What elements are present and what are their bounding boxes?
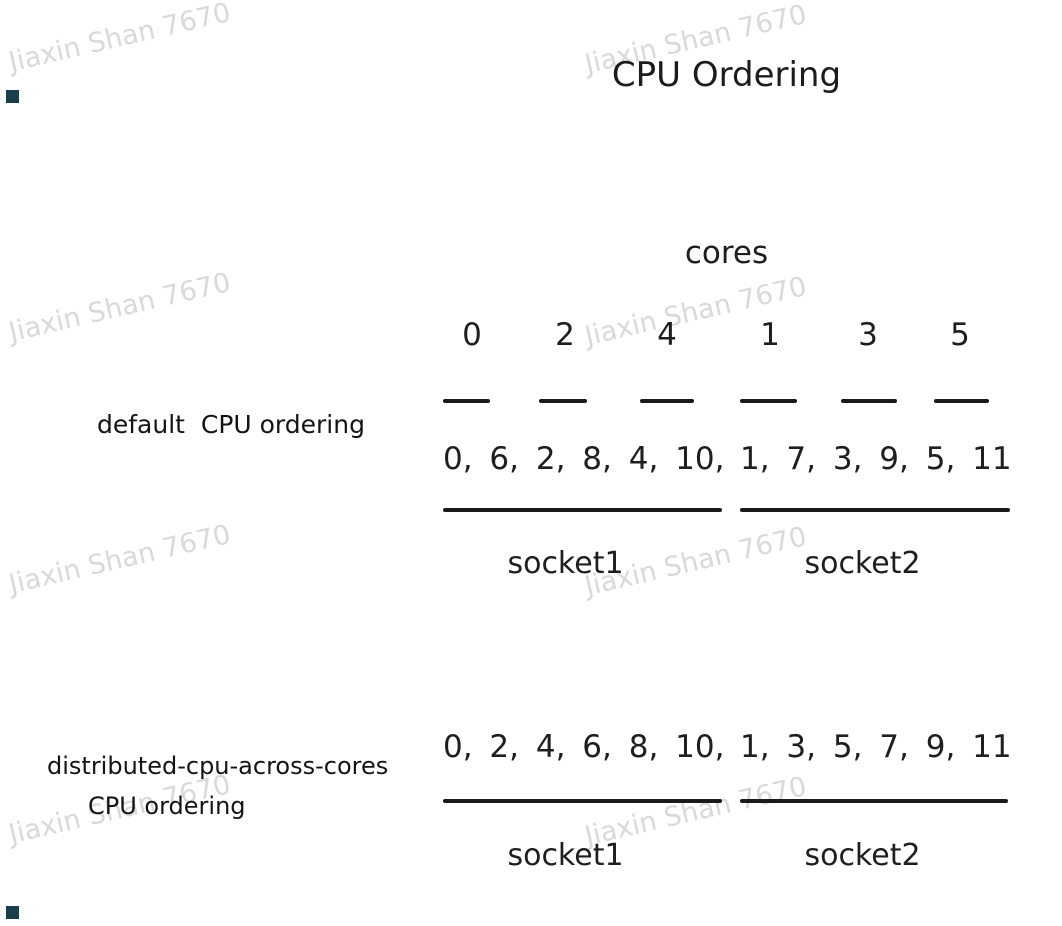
default-socket1-underline <box>443 508 722 512</box>
core-number: 3 <box>858 317 878 353</box>
core-underline-dash <box>740 399 797 403</box>
core-number: 2 <box>555 317 575 353</box>
core-number: 1 <box>760 317 780 353</box>
core-number: 5 <box>950 317 970 353</box>
distributed-socket1-cpu-list: 0, 2, 4, 6, 8, 10, <box>443 729 725 765</box>
core-underline-dash <box>841 399 897 403</box>
cores-label: cores <box>684 235 769 271</box>
corner-marker-icon <box>6 90 19 103</box>
distributed-socket1-underline <box>443 799 722 803</box>
default-socket2-cpu-list: 1, 7, 3, 9, 5, 11 <box>740 441 1012 477</box>
default-socket2-label: socket2 <box>804 546 921 581</box>
corner-marker-icon <box>6 906 19 919</box>
core-underline-dash <box>640 399 694 403</box>
default-socket2-underline <box>740 508 1010 512</box>
distributed-ordering-label-line2: CPU ordering <box>88 792 246 820</box>
distributed-socket2-cpu-list: 1, 3, 5, 7, 9, 11 <box>740 729 1012 765</box>
default-socket1-cpu-list: 0, 6, 2, 8, 4, 10, <box>443 441 725 477</box>
default-socket1-label: socket1 <box>507 546 624 581</box>
distributed-socket2-label: socket2 <box>804 838 921 873</box>
diagram-title: CPU Ordering <box>611 55 842 95</box>
default-ordering-label: default CPU ordering <box>97 410 365 439</box>
core-underline-dash <box>443 399 490 403</box>
core-underline-dash <box>539 399 587 403</box>
core-underline-dash <box>934 399 989 403</box>
core-number: 4 <box>657 317 677 353</box>
distributed-socket1-label: socket1 <box>507 838 624 873</box>
distributed-ordering-label-line1: distributed-cpu-across-cores <box>47 752 389 780</box>
distributed-socket2-underline <box>740 799 1008 803</box>
core-number: 0 <box>462 317 482 353</box>
